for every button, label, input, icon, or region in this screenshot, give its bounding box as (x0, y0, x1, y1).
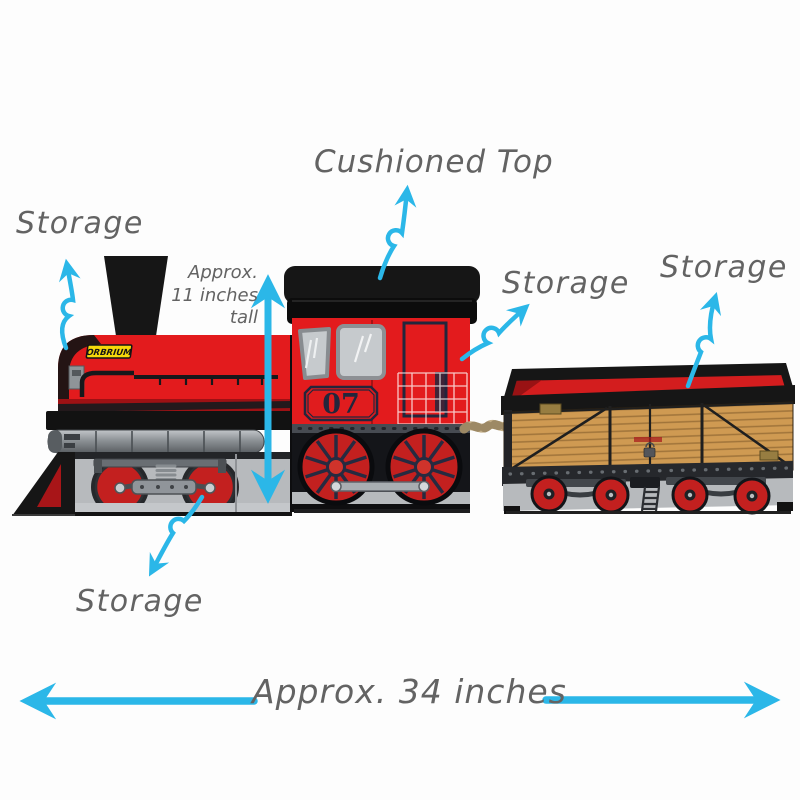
cab-white-grid (397, 372, 468, 425)
wagon-ladder (640, 486, 661, 512)
number-plate: 07 (303, 385, 379, 422)
boiler-valve-slot (72, 370, 81, 376)
cab-window-left (298, 327, 331, 380)
storage-label-wagon: Storage (660, 250, 788, 285)
wagon-left-rim (504, 369, 520, 400)
wagon-brake-box (630, 477, 660, 488)
steam-cylinder (47, 429, 265, 454)
wagon-front-rim (501, 385, 795, 415)
wagon-lock-icon (643, 442, 656, 458)
front-box-top-stripe (62, 452, 292, 459)
annotation-arrows (19, 184, 781, 720)
wagon-stencil-mark (634, 437, 662, 442)
wagon-foot-left (504, 506, 520, 514)
cushion-flap (287, 298, 477, 324)
cab-window-right (336, 324, 386, 380)
cab-rear-window-outline (402, 321, 448, 418)
arrow-storage-front (58, 258, 81, 351)
storage-label-cab: Storage (502, 266, 630, 301)
cab-base-shadow (292, 504, 470, 511)
cushioned-top-label: Cushioned Top (314, 144, 554, 180)
boiler-black-streak (58, 401, 292, 412)
cab-rivet-bar (292, 424, 470, 433)
front-box-base (62, 512, 292, 516)
height-note-line1: Approx. (188, 262, 258, 283)
brand-label-text: ORBRIUM (86, 348, 133, 358)
cab: 07 (284, 266, 480, 513)
cowcatcher-inner (37, 464, 61, 507)
cushioned-top-lid (284, 266, 480, 304)
brand-label: ORBRIUM (86, 344, 133, 359)
height-note-line2: 11 inches (171, 284, 258, 306)
wagon-rivets (508, 466, 790, 476)
wagon-right-rim (778, 363, 793, 391)
width-note: Approx. 34 inches (252, 672, 567, 711)
coupling-rod (330, 480, 430, 493)
storage-label-bottom: Storage (76, 584, 204, 619)
wagon-corner-post (504, 410, 512, 477)
height-note: Approx. 11 inches tall (148, 262, 258, 330)
smokestack (104, 256, 168, 336)
arrow-storage-wagon (685, 291, 722, 389)
cab-number: 07 (322, 389, 360, 420)
wagon-ground-shadow (506, 511, 791, 514)
front-box-bottom-strip (62, 503, 292, 514)
cab-ground-shadow (294, 509, 470, 513)
arrow-storage-cab (459, 303, 530, 362)
wagon-plaque-right (759, 450, 779, 461)
wagon-wheels (530, 475, 771, 515)
tow-rope (459, 419, 513, 434)
height-note-line3: tall (229, 307, 258, 328)
wagon-plaque-left (539, 403, 562, 415)
arrow-storage-bottom (148, 494, 205, 577)
storage-label-front: Storage (16, 206, 144, 241)
wagon-foot-right (777, 502, 793, 511)
cargo-wagon (501, 363, 795, 515)
front-suspension (93, 458, 227, 495)
arrow-cushioned-top (377, 184, 417, 281)
running-board (46, 411, 292, 430)
